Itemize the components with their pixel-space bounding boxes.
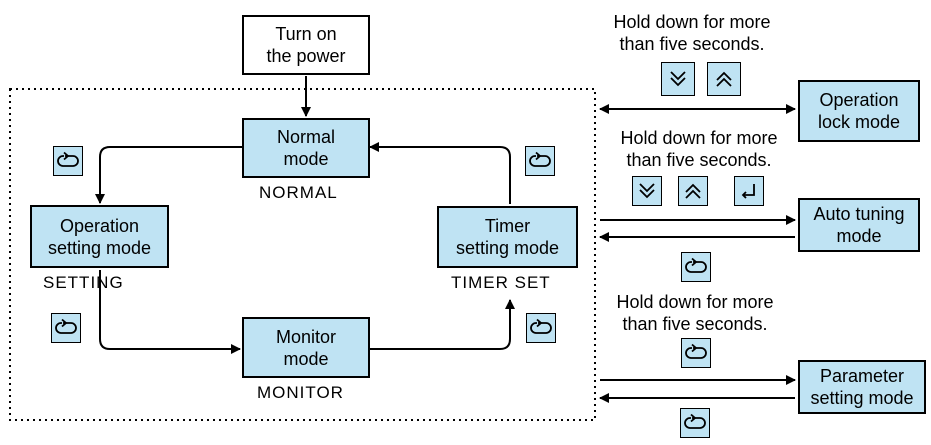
parameter-mode-key (681, 338, 711, 368)
mode-cycle-icon (685, 343, 707, 359)
parameter-setting-mode-label: Parameter setting mode (810, 366, 914, 408)
arrow-normal-to-setting (95, 146, 242, 204)
mode-cycle-icon (55, 318, 77, 334)
lock-up-key (707, 62, 741, 96)
normal-mode-box: Normal mode (242, 118, 370, 178)
monitor-mode-label: Monitor mode (275, 326, 337, 369)
mode-cycle-icon (57, 151, 79, 167)
lock-hold-note: Hold down for more than five seconds. (613, 12, 771, 54)
double-chevron-up-icon (685, 183, 701, 199)
arrow-monitor-to-timer (370, 299, 515, 350)
normal-code-label: NORMAL (259, 183, 338, 202)
power-on-label: Turn on the power (266, 24, 346, 66)
monitor-code-label: MONITOR (257, 383, 344, 402)
arrow-timer-to-normal (369, 142, 511, 204)
parameter-hold-note: Hold down for more than five seconds. (616, 292, 774, 334)
tuning-down-key (632, 176, 662, 206)
mode-cycle-icon (529, 151, 551, 167)
mode-cycle-icon (684, 413, 706, 429)
mode-cycle-icon (530, 318, 552, 334)
tuning-hold-note: Hold down for more than five seconds. (620, 128, 778, 170)
timer-setting-mode-box: Timer setting mode (437, 206, 578, 268)
mode-key-monitor-to-timer (526, 313, 556, 343)
timer-setting-mode-label: Timer setting mode (455, 216, 560, 258)
tuning-return-mode-key (681, 252, 711, 282)
double-chevron-down-icon (639, 183, 655, 199)
mode-cycle-icon (685, 257, 707, 273)
timer-set-code-label: TIMER SET (451, 273, 551, 292)
normal-mode-label: Normal mode (276, 127, 335, 169)
parameter-setting-mode-box: Parameter setting mode (798, 360, 926, 414)
double-chevron-down-icon (670, 71, 686, 87)
lock-down-key (661, 62, 695, 96)
double-chevron-up-icon (716, 71, 732, 87)
mode-key-normal-to-setting (53, 146, 83, 176)
operation-lock-mode-box: Operation lock mode (798, 80, 920, 142)
parameter-return-mode-key (680, 408, 710, 438)
auto-tuning-mode-box: Auto tuning mode (798, 198, 920, 252)
auto-tuning-mode-label: Auto tuning mode (813, 204, 905, 246)
power-on-box: Turn on the power (242, 15, 370, 75)
operation-setting-mode-label: Operation setting mode (47, 215, 152, 258)
tuning-up-key (678, 176, 708, 206)
operation-setting-mode-box: Operation setting mode (30, 205, 169, 268)
monitor-mode-box: Monitor mode (242, 317, 370, 378)
mode-key-timer-to-normal (525, 146, 555, 176)
setting-code-label: SETTING (43, 273, 124, 292)
mode-key-setting-to-monitor (51, 313, 81, 343)
operation-lock-mode-label: Operation lock mode (817, 90, 901, 132)
enter-icon (741, 184, 755, 199)
tuning-enter-key (734, 176, 764, 206)
